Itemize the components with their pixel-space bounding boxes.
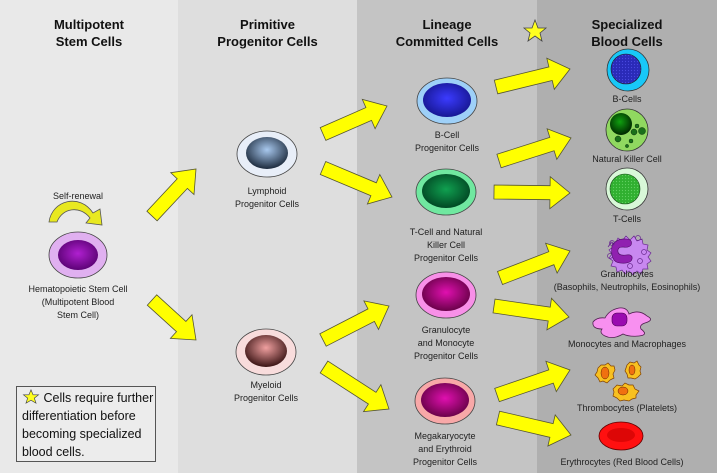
hematopoietic-stem-cell: [48, 231, 108, 279]
arrows-group: [146, 57, 572, 447]
arrow-megaery-to-thrombocytes: [494, 360, 571, 403]
monocyte-macrophage: [592, 307, 651, 338]
legend-star-icon: [22, 389, 40, 404]
arrow-lymphoid-to-bcell: [319, 98, 388, 141]
legend-text: Cells require further differentiation be…: [22, 391, 154, 459]
erythrocytes-label: Erythrocytes (Red Blood Cells): [560, 457, 684, 467]
thrombocytes-label: Thrombocytes (Platelets): [576, 403, 678, 413]
natural-killer-cell: [605, 108, 649, 152]
hematopoietic-stem-cell-label: Hematopoietic Stem Cell (Multipotent Blo…: [28, 284, 128, 320]
heading-specialized-blood-cells: Specialized Blood Cells: [591, 17, 663, 49]
arrow-tnk-to-nk: [496, 128, 572, 169]
granulocytes-label: Granulocytes (Basophils, Neutrophils, Eo…: [553, 269, 701, 292]
erythrocyte: [598, 421, 644, 451]
b-cell: [606, 48, 650, 92]
self-renewal-arrow-icon: [48, 200, 103, 226]
arrow-granmono-to-monocytes: [492, 297, 570, 331]
arrow-myeloid-to-megaery: [319, 360, 390, 413]
arrow-stem-to-lymphoid: [146, 168, 197, 222]
lymphoid-progenitor-label: Lymphoid Progenitor Cells: [234, 186, 300, 209]
myeloid-progenitor-cell: [235, 328, 297, 376]
granulocyte: [607, 235, 652, 276]
t-cell: [605, 167, 649, 211]
granulocyte-monocyte-progenitor-label: Granulocyte and Monocyte Progenitor Cell…: [413, 325, 479, 361]
self-renewal-label: Self-renewal: [52, 191, 104, 201]
arrow-stem-to-myeloid: [146, 294, 197, 341]
arrow-tnk-to-tcells: [493, 175, 571, 210]
megakaryocyte-erythroid-progenitor-label: Megakaryocyte and Erythroid Progenitor C…: [412, 431, 478, 467]
legend-box: Cells require further differentiation be…: [16, 386, 156, 462]
b-cells-label: B-Cells: [612, 94, 642, 104]
t-cells-label: T-Cells: [612, 214, 641, 224]
arrow-myeloid-to-granmono: [319, 300, 390, 347]
star-icon: [522, 18, 548, 42]
b-cell-progenitor: [416, 77, 478, 125]
t-nk-progenitor-label: T-Cell and Natural Killer Cell Progenito…: [409, 227, 483, 263]
arrow-lymphoid-to-tnk: [319, 160, 393, 205]
megakaryocyte-erythroid-progenitor: [414, 377, 476, 425]
myeloid-progenitor-label: Myeloid Progenitor Cells: [233, 380, 299, 403]
thrombocytes: [594, 360, 642, 402]
heading-multipotent-stem-cells: Multipotent Stem Cells: [53, 17, 125, 49]
arrow-bprog-to-bcells: [493, 57, 571, 95]
lymphoid-progenitor-cell: [236, 130, 298, 178]
heading-primitive-progenitor-cells: Primitive Progenitor Cells: [217, 17, 318, 49]
arrow-granmono-to-granulocytes: [496, 242, 571, 286]
arrow-megaery-to-erythrocytes: [495, 410, 572, 447]
heading-lineage-committed-cells: Lineage Committed Cells: [395, 17, 499, 49]
column-primitive: [178, 0, 357, 473]
monocytes-macrophages-label: Monocytes and Macrophages: [567, 339, 687, 349]
t-nk-cell-progenitor: [415, 168, 477, 216]
b-cell-progenitor-label: B-Cell Progenitor Cells: [414, 130, 480, 153]
granulocyte-monocyte-progenitor: [415, 271, 477, 319]
natural-killer-cell-label: Natural Killer Cell: [592, 154, 662, 164]
